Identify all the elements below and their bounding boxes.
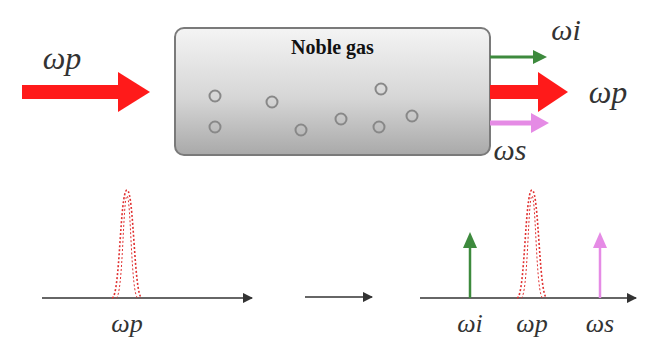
gas-cell-box: Noble gas xyxy=(175,28,490,155)
signal-axis-label: ωs xyxy=(586,311,614,337)
idler-line xyxy=(469,245,472,298)
pump-beam-in-head xyxy=(118,72,150,112)
pump-axis-label: ωp xyxy=(111,311,142,337)
idler-beam-head xyxy=(533,50,547,64)
signal-label: ωs xyxy=(494,135,527,165)
signal-beam-head xyxy=(531,113,549,133)
idler-label: ωi xyxy=(551,15,581,45)
signal-line-head xyxy=(593,232,607,248)
signal-beam xyxy=(490,121,535,126)
pump-spectrum-inner xyxy=(116,196,138,298)
idler-line-head xyxy=(463,232,477,248)
pump-label: ωp xyxy=(589,76,628,108)
pump-beam-out-head xyxy=(538,72,568,112)
signal-line xyxy=(599,245,602,298)
idler-beam xyxy=(490,56,535,59)
idler-axis-label: ωi xyxy=(457,311,483,337)
frequency-axis xyxy=(420,297,636,299)
frequency-axis xyxy=(42,297,252,299)
node-title: Noble gas xyxy=(175,36,490,59)
pump-beam-in xyxy=(22,85,120,99)
pump-axis-label: ωp xyxy=(516,311,547,337)
pump-beam-out xyxy=(490,85,540,99)
process-arrow xyxy=(305,296,372,298)
pump-spectrum xyxy=(517,190,547,298)
pump-spectrum-inner xyxy=(521,196,543,298)
pump-label: ωp xyxy=(43,42,82,74)
pump-spectrum xyxy=(112,190,142,298)
gas-atoms xyxy=(210,84,418,136)
gas-cell xyxy=(175,28,490,155)
